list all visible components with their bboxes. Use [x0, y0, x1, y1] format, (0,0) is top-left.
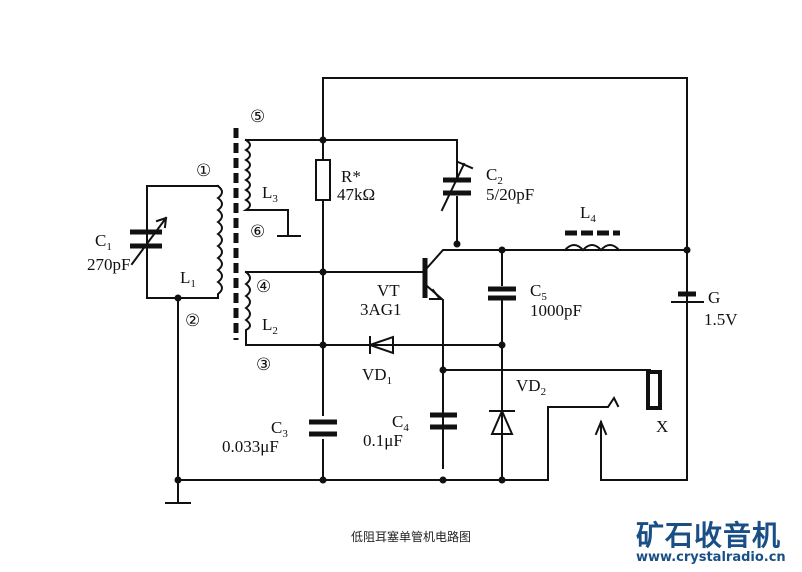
label-l3: L3 — [262, 183, 278, 205]
label-vt: VT — [377, 281, 400, 300]
value-c3: 0.033μF — [222, 437, 279, 456]
value-c1: 270pF — [87, 255, 130, 274]
capacitor-c5 — [488, 286, 516, 301]
junction-dots — [174, 136, 691, 484]
label-vd1: VD1 — [362, 365, 392, 387]
capacitor-c3 — [309, 419, 337, 437]
value-c5: 1000pF — [530, 301, 582, 320]
diode-vd2 — [489, 408, 515, 435]
label-c1: C1 — [95, 231, 112, 253]
capacitor-c4 — [430, 412, 457, 430]
transistor-vt-leads — [425, 249, 688, 469]
value-r: 47kΩ — [337, 185, 375, 204]
inductor-l1 — [216, 184, 223, 299]
diode-vd1 — [366, 335, 394, 355]
terminal-5: ⑤ — [250, 107, 265, 126]
emitter-arrow — [429, 288, 443, 300]
c2-trimmer-mark — [440, 160, 474, 212]
earphone-x — [646, 370, 662, 410]
label-vd2: VD2 — [516, 376, 546, 398]
inductor-l4 — [563, 244, 621, 252]
watermark-url: www.crystalradio.cn — [636, 550, 786, 565]
terminal-2: ② — [185, 311, 200, 330]
terminal-4: ④ — [256, 277, 271, 296]
label-l1: L1 — [180, 268, 196, 290]
wire-l1-loop — [146, 185, 219, 299]
terminal-3: ③ — [256, 355, 271, 374]
label-c2: C2 — [486, 165, 503, 187]
label-l2: L2 — [262, 315, 278, 337]
value-c2: 5/20pF — [486, 185, 534, 204]
inductor-l3 — [242, 138, 289, 236]
label-l4: L4 — [580, 203, 596, 225]
label-g: G — [708, 288, 720, 307]
watermark-logo: 矿石收音机 — [636, 519, 782, 552]
label-c4: C4 — [392, 412, 409, 434]
wire-ground-rail — [165, 479, 549, 504]
diagram-caption: 低阻耳塞单管机电路图 — [351, 530, 472, 544]
c1-variable-arrow — [130, 216, 168, 266]
jack-contact — [547, 396, 688, 481]
label-c3: C3 — [271, 418, 288, 440]
label-r: R* — [341, 167, 361, 186]
capacitor-c2 — [443, 177, 471, 196]
value-c4: 0.1μF — [363, 431, 403, 450]
label-c5: C5 — [530, 281, 547, 303]
wire-l3-top — [245, 139, 458, 245]
terminal-1: ① — [196, 161, 211, 180]
inductor-l2 — [244, 270, 366, 346]
label-x: X — [656, 417, 668, 436]
value-g: 1.5V — [704, 310, 738, 329]
resistor-r — [315, 159, 331, 201]
value-vt: 3AG1 — [360, 300, 402, 319]
wire-vd1 — [322, 344, 651, 371]
terminal-6: ⑥ — [250, 222, 265, 241]
